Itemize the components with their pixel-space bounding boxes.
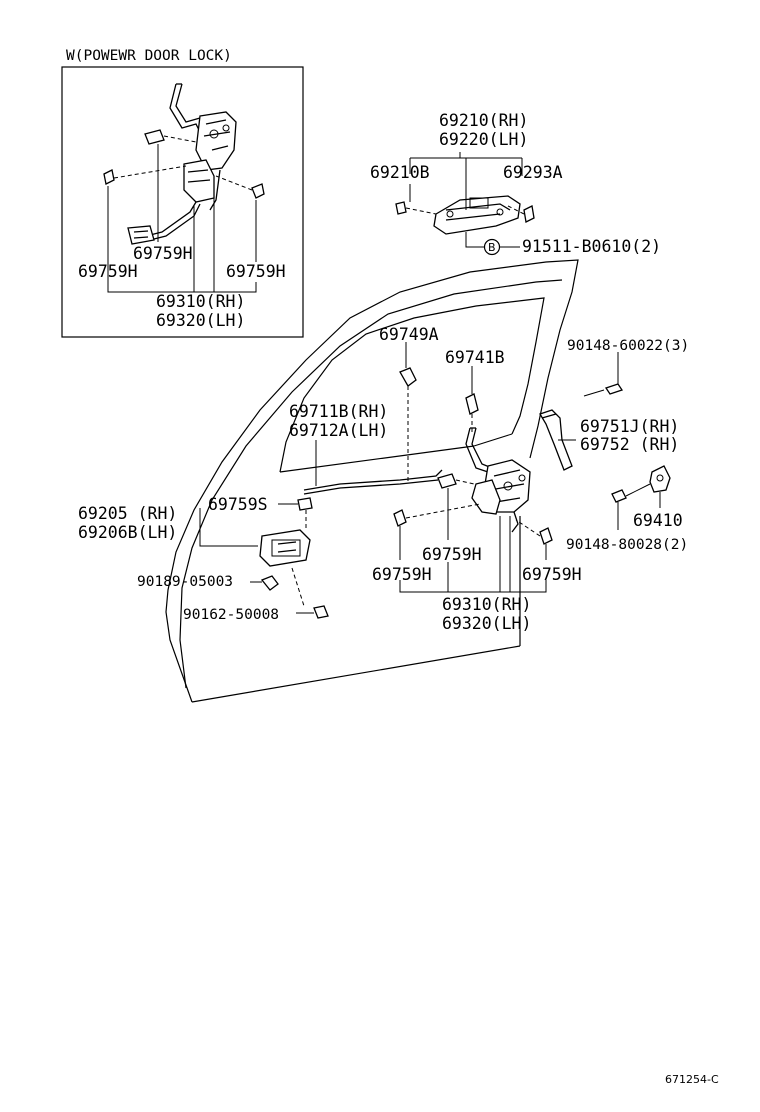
inside-clip-69759s-illustration: [278, 497, 313, 530]
inset-label-lock-lh: 69320(LH): [156, 311, 245, 330]
label-91511-b0610: 91511-B0610(2): [522, 237, 661, 256]
label-inner-handle-rh: 69205 (RH): [78, 504, 177, 523]
label-69741b: 69741B: [445, 348, 505, 367]
label-69759s: 69759S: [208, 495, 268, 514]
figure-id: 671254-C: [665, 1073, 719, 1086]
label-69293a: 69293A: [503, 163, 563, 182]
label-handle-rh: 69210(RH): [439, 111, 528, 130]
handle-clip-69293a-illustration: [507, 205, 535, 223]
outside-handle-illustration: [433, 195, 521, 235]
label-90148-60022: 90148-60022(3): [567, 338, 689, 354]
screw-90189-05003-illustration: [250, 575, 279, 591]
lock-clip-left-illustration: [393, 503, 481, 560]
clip-69741b-illustration: [465, 366, 479, 432]
door-lock-assembly-illustration: [465, 427, 531, 533]
label-clip-69759h-mid: 69759H: [422, 545, 482, 564]
label-rod-lh: 69712A(LH): [289, 421, 388, 440]
label-69210b: 69210B: [370, 163, 430, 182]
label-lock-lh: 69320(LH): [442, 614, 531, 633]
inset-power-door-lock: W(POWEWR DOOR LOCK): [61, 48, 304, 338]
clip-69749a-illustration: [399, 342, 417, 482]
label-clip-69759h-left: 69759H: [372, 565, 432, 584]
label-90189-05003: 90189-05003: [137, 574, 233, 590]
door-outline-illustration: [165, 259, 579, 703]
label-90162-50008: 90162-50008: [183, 607, 279, 623]
inset-label-69759h-center: 69759H: [133, 244, 193, 263]
striker-69410-illustration: [649, 465, 671, 508]
inset-clip-right-illustration: [215, 175, 265, 199]
screw-90148-80028-illustration: [611, 483, 651, 530]
inset-label-69759h-right: 69759H: [226, 262, 286, 281]
inset-frame: [61, 66, 304, 338]
label-69749a: 69749A: [379, 325, 439, 344]
bolt-badge-b-letter: B: [488, 241, 496, 254]
inset-clip-center-illustration: [144, 129, 197, 145]
handle-bolt-69210b-illustration: [395, 184, 437, 215]
label-clip-69759h-right: 69759H: [522, 565, 582, 584]
label-90148-80028: 90148-80028(2): [566, 537, 688, 553]
label-69410: 69410: [633, 511, 683, 530]
inset-clip-left-illustration: [103, 165, 187, 185]
lock-clip-right-illustration: [515, 519, 553, 560]
label-lock-rh: 69310(RH): [442, 595, 531, 614]
label-handle-lh: 69220(LH): [439, 130, 528, 149]
label-inner-handle-lh: 69206B(LH): [78, 523, 177, 542]
inset-title: W(POWEWR DOOR LOCK): [66, 48, 232, 64]
inside-handle-illustration: [259, 529, 311, 567]
screw-90148-60022-illustration: [583, 352, 624, 397]
label-69752: 69752 (RH): [580, 435, 679, 454]
inset-label-lock-rh: 69310(RH): [156, 292, 245, 311]
inset-label-69759h-left: 69759H: [78, 262, 138, 281]
label-69751j: 69751J(RH): [580, 417, 679, 436]
screw-90162-50008-illustration: [291, 567, 329, 619]
lock-rod-illustration: [303, 440, 443, 495]
lock-clip-mid-illustration: [437, 473, 475, 540]
label-rod-rh: 69711B(RH): [289, 402, 388, 421]
inset-lock-assembly-illustration: [127, 83, 237, 245]
bolt-badge-b-icon: [483, 238, 501, 256]
weatherstrip-69751j-illustration: [539, 409, 576, 471]
